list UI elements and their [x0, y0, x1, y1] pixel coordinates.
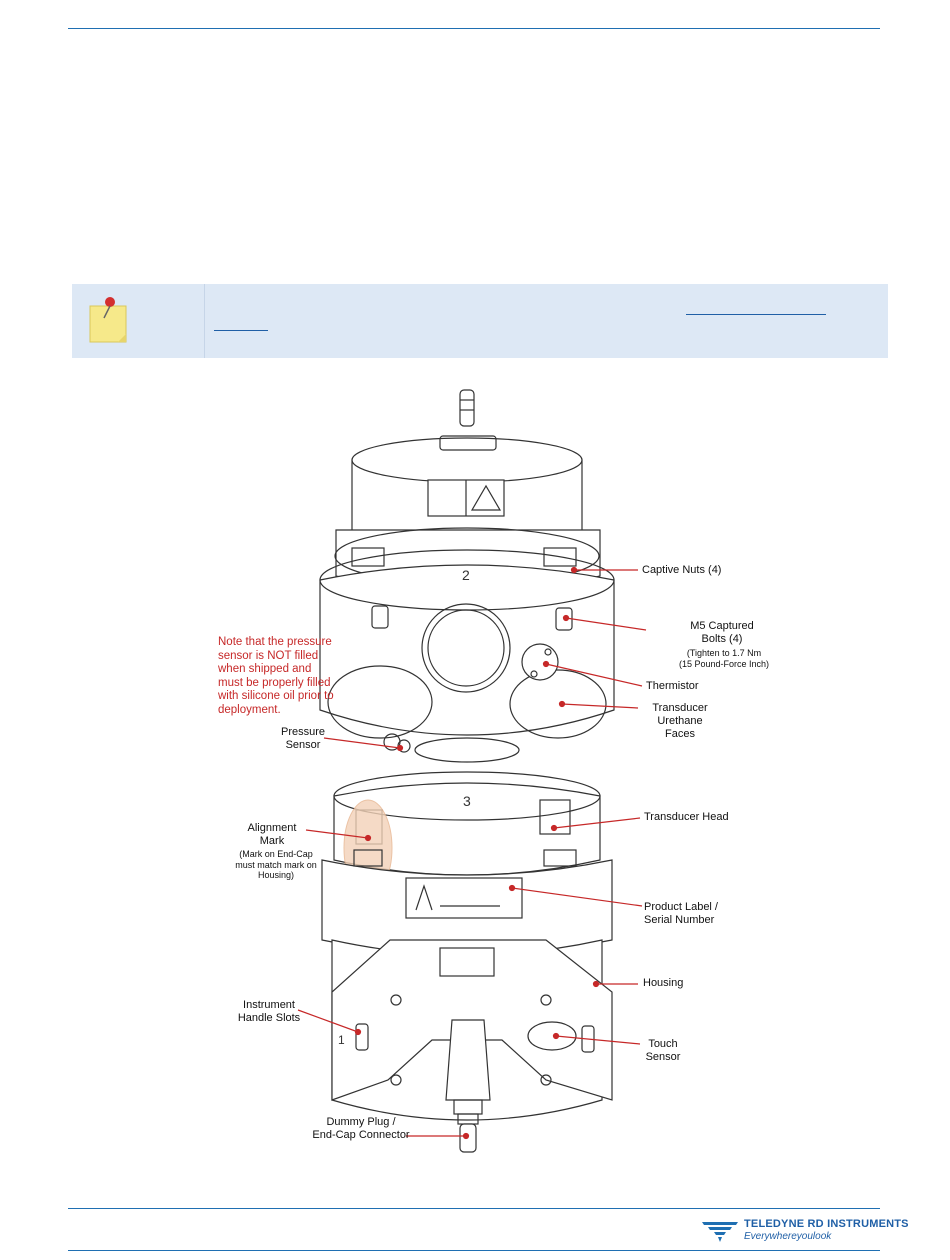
callout-captive-nuts: Captive Nuts (4): [642, 564, 722, 576]
callout-thermistor: Thermistor: [646, 680, 699, 692]
callout-m5-torque: (Tighten to 1.7 Nm (15 Pound-Force Inch): [678, 648, 770, 669]
header-rule: [68, 28, 880, 29]
note-divider: [204, 284, 205, 358]
footer-rule-top: [68, 1208, 880, 1209]
footer-rule-bottom: [68, 1250, 880, 1251]
callout-housing: Housing: [643, 977, 684, 989]
part-mark-3: 3: [463, 793, 471, 809]
pressure-sensor-warning: Note that the pressure sensor is NOT fil…: [218, 636, 334, 716]
callout-handle-slots: Instrument Handle Slots: [237, 999, 301, 1024]
callout-urethane-faces: Transducer Urethane Faces: [652, 702, 708, 740]
logo-tagline: Everywhereyoulook: [744, 1231, 832, 1242]
logo-brand-text: TELEDYNE RD INSTRUMENTS: [744, 1218, 909, 1230]
callout-m5-bolts: M5 Captured Bolts (4): [690, 620, 754, 645]
callout-touch-sensor: Touch Sensor: [645, 1038, 681, 1063]
teledyne-logo: TELEDYNE RD INSTRUMENTS Everywhereyouloo…: [700, 1216, 909, 1246]
logo-mark-icon: [702, 1222, 738, 1242]
callout-alignment-note: (Mark on End-Cap must match mark on Hous…: [235, 849, 317, 880]
callout-dummy-plug: Dummy Plug / End-Cap Connector: [312, 1116, 410, 1141]
callout-pressure-sensor: Pressure Sensor: [280, 726, 326, 751]
callout-product-label: Product Label / Serial Number: [644, 901, 718, 926]
callout-alignment-mark: Alignment Mark: [247, 822, 297, 847]
callout-transducer-head: Transducer Head: [644, 811, 729, 823]
sticky-note-icon: [89, 297, 127, 343]
note-box: [72, 284, 888, 358]
part-mark-2: 2: [462, 567, 470, 583]
note-link-part-2[interactable]: [214, 314, 268, 331]
instrument-figure: 2 3 1 Captive Nuts (4) M5 Captured Bolts…: [0, 380, 950, 1160]
note-link-part-1[interactable]: [686, 298, 826, 315]
part-mark-1: 1: [338, 1033, 345, 1047]
instrument-drawing: 2 3 1: [297, 389, 647, 1153]
